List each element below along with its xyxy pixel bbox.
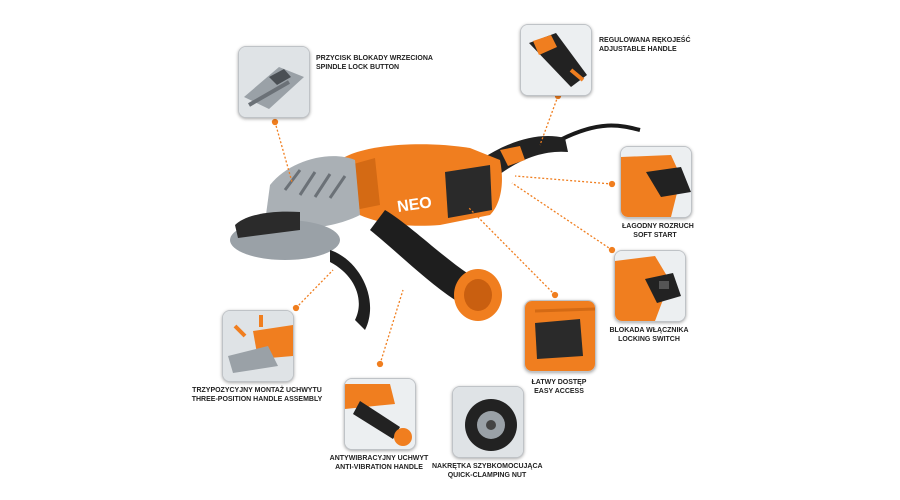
three-position-label: TRZYPOZYCYJNY MONTAŻ UCHWYTU THREE-POSIT… — [191, 387, 323, 403]
quick-nut-label: NAKRĘTKA SZYBKOMOCUJĄCA QUICK-CLAMPING N… — [432, 463, 543, 479]
adjustable-handle-thumbnail — [520, 24, 592, 96]
anti-vibration-label: ANTYWIBRACYJNY UCHWYT ANTI-VIBRATION HAN… — [329, 455, 429, 471]
locking-switch-label: BLOKADA WŁĄCZNIKA LOCKING SWITCH — [609, 327, 689, 343]
soft-start-label: ŁAGODNY ROZRUCH SOFT START — [622, 223, 694, 239]
easy-access-thumbnail — [524, 300, 596, 372]
locking-switch-thumbnail — [614, 250, 686, 322]
soft-start-thumbnail — [620, 146, 692, 218]
brand-logo: NEO — [396, 194, 433, 216]
anti-vibration-thumbnail — [344, 378, 416, 450]
three-position-thumbnail — [222, 310, 294, 382]
spindle-lock-label: PRZYCISK BLOKADY WRZECIONA SPINDLE LOCK … — [316, 55, 433, 71]
adjustable-handle-label: REGULOWANA RĘKOJEŚĆ ADJUSTABLE HANDLE — [599, 37, 691, 53]
spindle-lock-thumbnail — [238, 46, 310, 118]
quick-nut-thumbnail — [452, 386, 524, 458]
easy-access-label: ŁATWY DOSTĘP EASY ACCESS — [531, 379, 587, 395]
